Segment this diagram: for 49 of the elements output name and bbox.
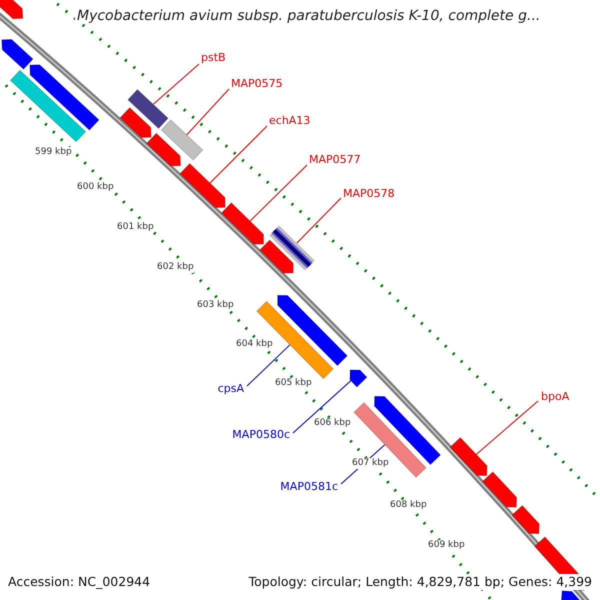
leader-line <box>246 344 290 386</box>
gene-label: MAP0581c <box>280 480 338 493</box>
accession-text: Accession: NC_002944 <box>8 574 150 590</box>
genome-info-text: Topology: circular; Length: 4,829,781 bp; Genes: 4,399 <box>248 574 592 590</box>
position-label: 605 kbp <box>275 378 312 389</box>
gene-bar <box>10 70 86 142</box>
gene-feature <box>374 396 442 466</box>
gene-feature <box>449 436 488 476</box>
gene-feature <box>259 239 294 274</box>
gene-label: bpoA <box>541 390 570 403</box>
gene-feature <box>179 162 226 208</box>
position-label: 604 kbp <box>236 339 273 350</box>
gene-label: MAP0575 <box>231 77 283 90</box>
gene-label: MAP0578 <box>343 187 395 200</box>
gene-feature <box>482 471 518 508</box>
position-label: 608 kbp <box>390 500 427 511</box>
gene-feature <box>1 38 34 70</box>
gene-bar <box>127 88 169 130</box>
position-label: 601 kbp <box>117 222 154 233</box>
leader-line <box>476 400 538 455</box>
gene-label: MAP0577 <box>309 153 361 166</box>
position-label: 606 kbp <box>314 418 351 429</box>
position-label: 599 kbp <box>35 147 72 158</box>
position-label: 603 kbp <box>197 300 234 311</box>
leader-line <box>250 164 308 222</box>
position-label: 600 kbp <box>77 182 114 193</box>
gene-feature <box>220 202 264 245</box>
position-label: 607 kbp <box>352 458 389 469</box>
gene-label: echA13 <box>269 114 310 127</box>
gene-feature <box>119 106 152 138</box>
gene-feature <box>277 294 348 366</box>
gene-bar <box>256 300 334 380</box>
leader-line <box>152 64 200 105</box>
leader-line <box>296 198 342 244</box>
gene-label: MAP0580c <box>232 428 290 441</box>
gene-feature <box>0 0 24 20</box>
gene-feature <box>349 369 368 388</box>
position-label: 609 kbp <box>428 540 465 551</box>
gene-feature <box>146 132 182 166</box>
gene-bar <box>160 119 204 161</box>
leader-line <box>210 126 268 184</box>
gene-feature <box>29 64 100 131</box>
position-label: 602 kbp <box>157 262 194 273</box>
leader-line <box>292 380 352 434</box>
gene-label: pstB <box>201 51 226 64</box>
leader-line <box>186 88 230 136</box>
gene-label: cpsA <box>218 382 244 395</box>
gene-bar <box>353 402 427 478</box>
gene-feature <box>511 504 540 534</box>
